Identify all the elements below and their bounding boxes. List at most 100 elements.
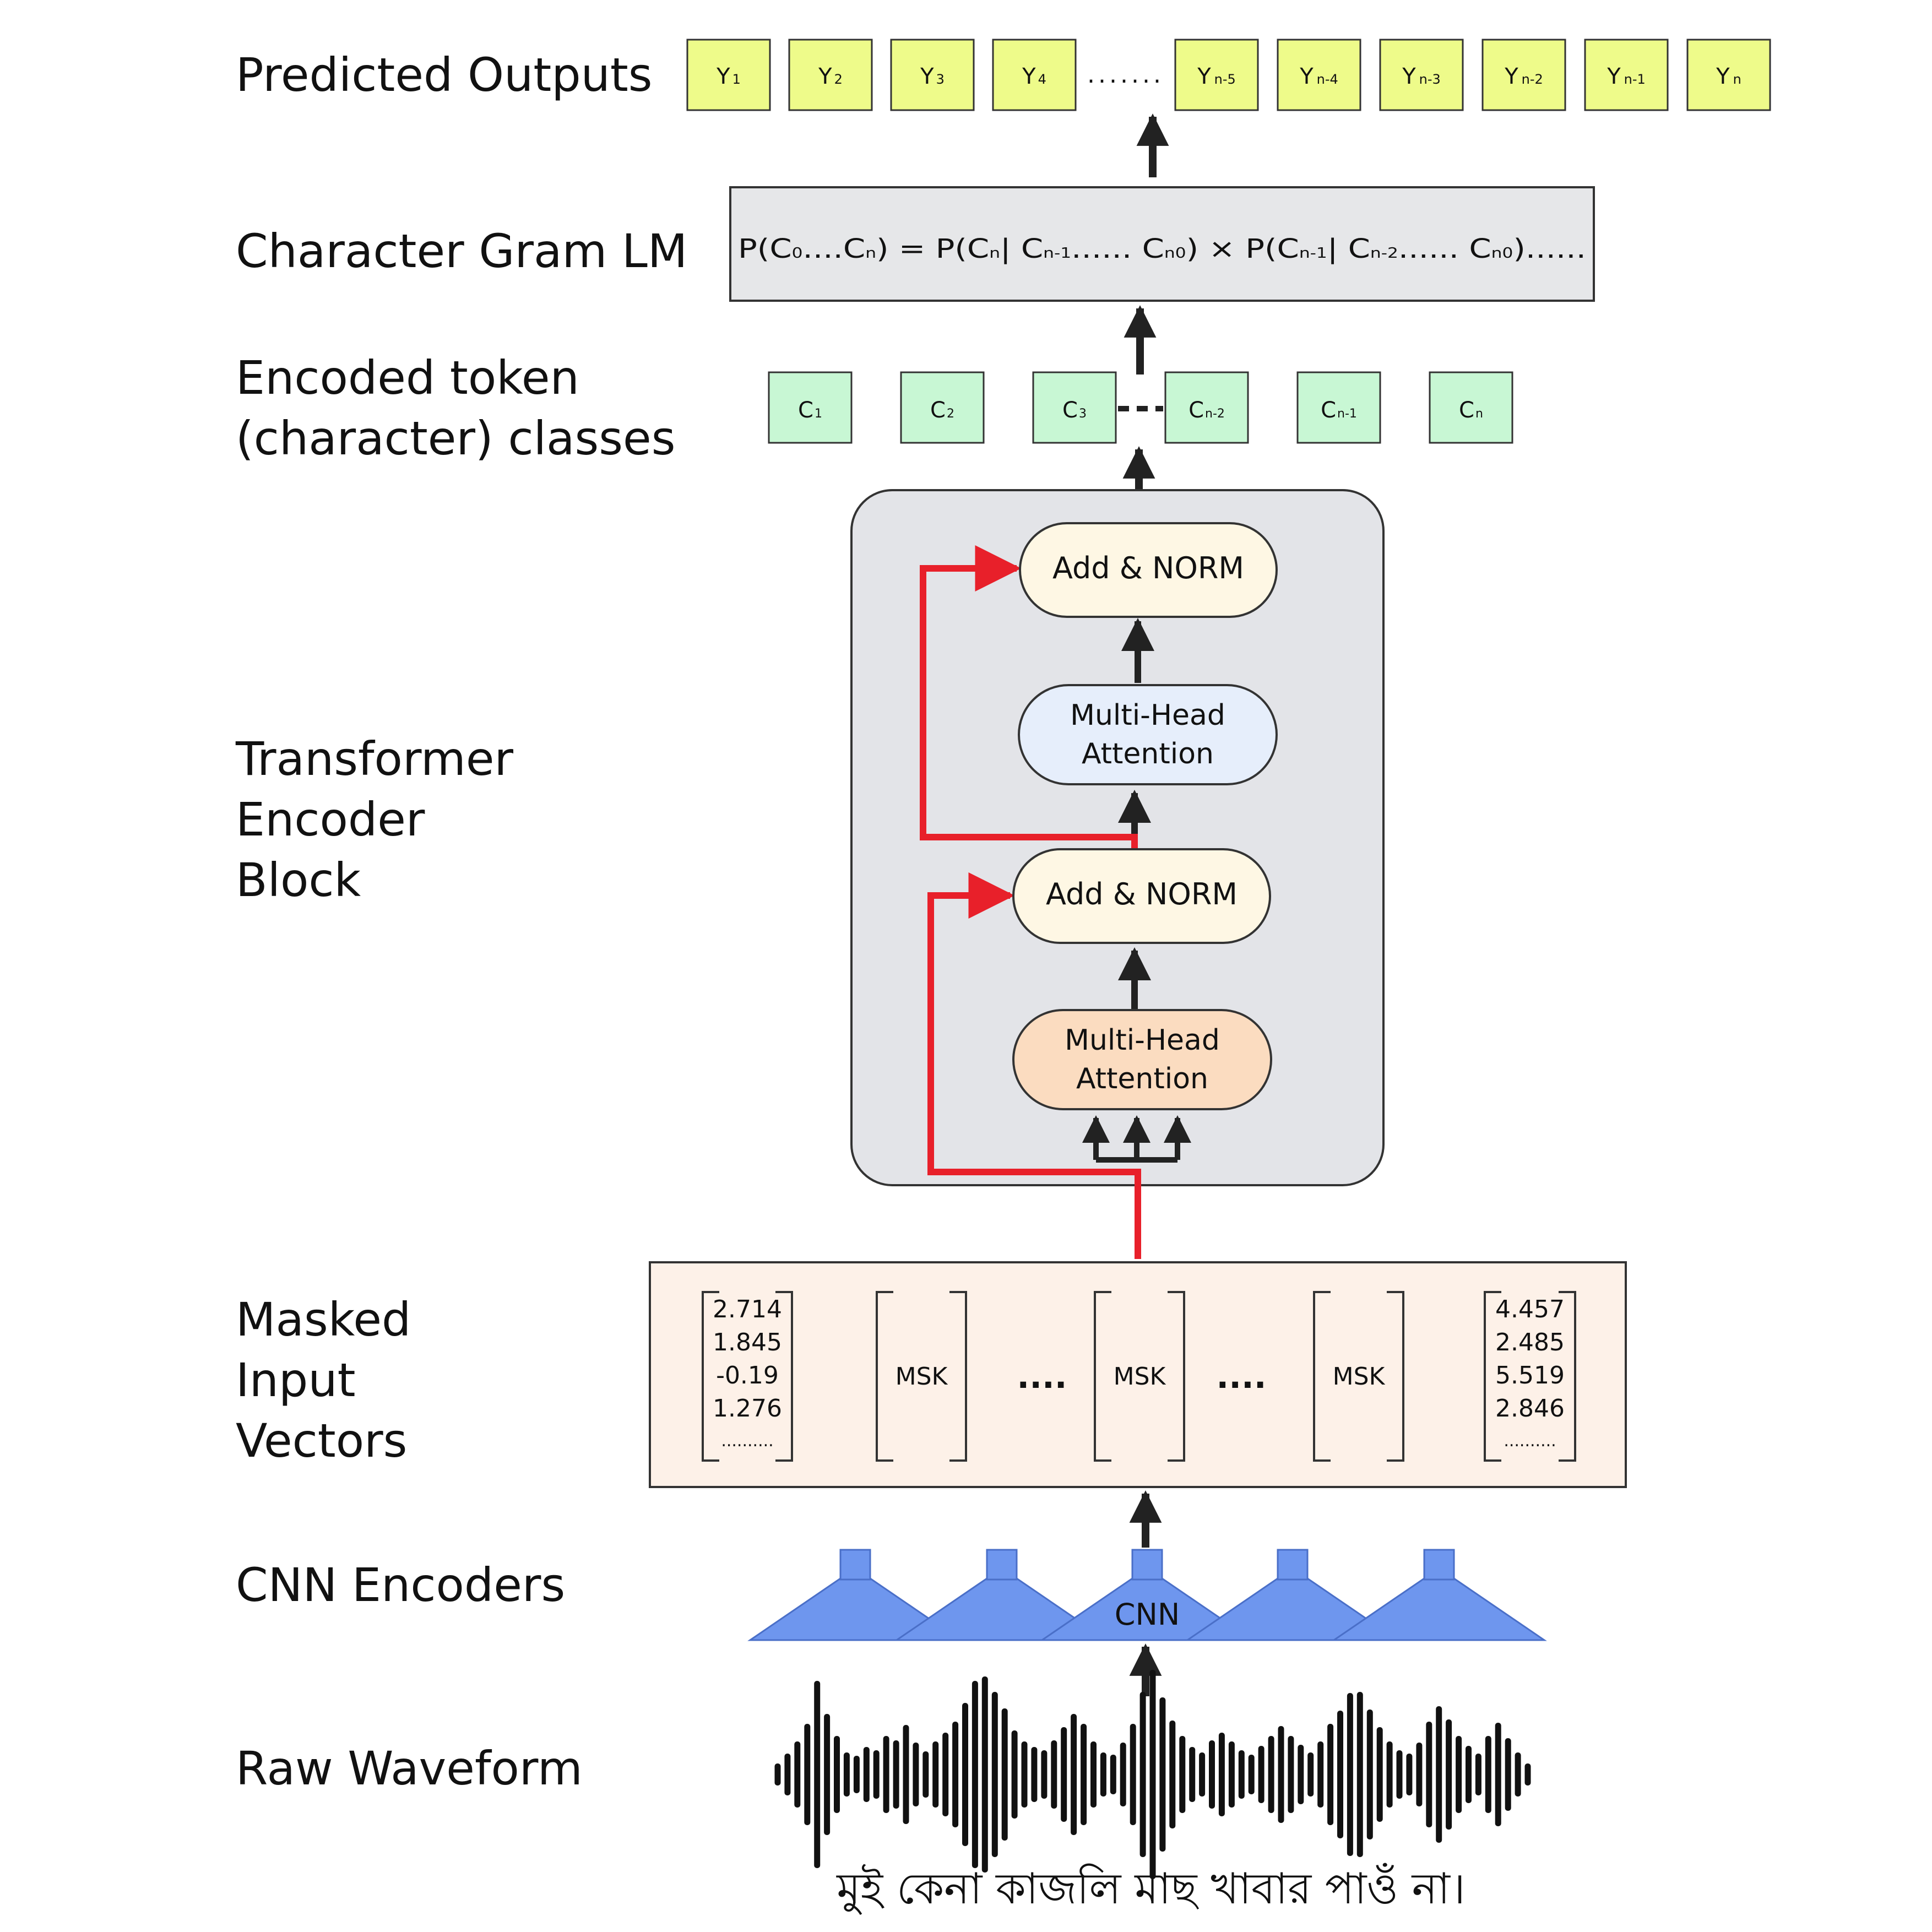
waveform-bar [1218, 1733, 1225, 1816]
raw-waveform [774, 1670, 1531, 1879]
svg-text:Multi-Head: Multi-Head [1065, 1024, 1220, 1057]
waveform-bar [1347, 1693, 1353, 1856]
svg-text:C1: C1 [798, 398, 822, 423]
waveform-bar [1248, 1755, 1255, 1794]
label-predicted-outputs: Predicted Outputs [236, 48, 653, 102]
waveform-bar [1505, 1738, 1511, 1811]
masked-vector: MSK [1313, 1291, 1404, 1462]
waveform-bar [952, 1722, 959, 1827]
masked-vector: MSK [876, 1291, 967, 1462]
svg-text:Yn-5: Yn-5 [1197, 64, 1236, 89]
waveform-bar [1524, 1763, 1531, 1786]
label-raw-waveform: Raw Waveform [236, 1741, 583, 1795]
waveform-bar [1001, 1708, 1008, 1841]
waveform-bar [1031, 1747, 1038, 1802]
waveform-bar [1376, 1727, 1383, 1822]
waveform-bar [824, 1714, 831, 1835]
svg-text:..........: .......... [1504, 1431, 1556, 1451]
input-vector-first: 2.714 1.845 -0.19 1.276 .......... [702, 1291, 793, 1462]
token-box: C2 [900, 371, 985, 444]
waveform-bar [1209, 1740, 1215, 1809]
svg-text:-0.19: -0.19 [716, 1361, 779, 1390]
svg-text:C3: C3 [1062, 398, 1087, 423]
token-box: C3 [1032, 371, 1117, 444]
waveform-bar [1426, 1722, 1432, 1827]
waveform-bar [1071, 1714, 1077, 1835]
waveform-bar [1139, 1692, 1146, 1857]
svg-text:MSK: MSK [1114, 1363, 1166, 1391]
waveform-bar [843, 1752, 850, 1797]
waveform-bar [1149, 1670, 1156, 1879]
svg-text:2.846: 2.846 [1495, 1394, 1565, 1423]
token-box: C1 [768, 371, 853, 444]
label-transformer-line1: Transformer [236, 732, 514, 786]
svg-text:1.845: 1.845 [713, 1328, 782, 1356]
svg-text:Multi-Head: Multi-Head [1070, 699, 1225, 732]
waveform-bar [1278, 1726, 1284, 1823]
input-vector-last: 4.457 2.485 5.519 2.846 .......... [1484, 1291, 1576, 1462]
waveform-bar [962, 1703, 968, 1846]
svg-text:Y3: Y3 [920, 64, 945, 89]
outputs-ellipsis: ....... [1087, 61, 1164, 89]
residual-connection-top [920, 545, 1138, 853]
svg-text:Yn-4: Yn-4 [1299, 64, 1338, 89]
waveform-bar [1366, 1710, 1373, 1839]
multi-head-attention-top: Multi-Head Attention [1018, 684, 1278, 785]
cnn-encoder [1185, 1549, 1401, 1641]
svg-text:Attention: Attention [1082, 737, 1214, 770]
qkv-input-arrows [1082, 1115, 1191, 1163]
svg-text:Cn: Cn [1459, 398, 1483, 423]
waveform-bar [913, 1743, 919, 1806]
vector-ellipsis: .... [1017, 1358, 1067, 1396]
waveform-bar [1011, 1730, 1018, 1819]
svg-text:C2: C2 [930, 398, 954, 423]
svg-text:Y2: Y2 [818, 64, 843, 89]
svg-text:Add & NORM: Add & NORM [1052, 551, 1244, 585]
waveform-bar [1169, 1721, 1176, 1828]
cnn-encoders: CNN [747, 1549, 1547, 1641]
svg-text:..........: .......... [721, 1431, 773, 1451]
label-encoded-line1: Encoded token [236, 351, 579, 405]
svg-text:1.276: 1.276 [713, 1394, 782, 1423]
waveform-bar [1021, 1741, 1028, 1808]
waveform-bar [922, 1751, 929, 1798]
svg-text:MSK: MSK [1333, 1363, 1386, 1391]
waveform-bar [794, 1741, 801, 1808]
waveform-bar [1396, 1750, 1403, 1799]
waveform-bar [981, 1676, 988, 1873]
waveform-bar [863, 1747, 870, 1802]
svg-text:5.519: 5.519 [1495, 1361, 1565, 1390]
waveform-bar [1041, 1750, 1048, 1799]
cnn-encoder [747, 1549, 963, 1641]
waveform-bar [1327, 1724, 1334, 1825]
add-norm-bottom: Add & NORM [1012, 848, 1271, 944]
label-encoded-line2: (character) classes [236, 411, 676, 465]
vector-ellipsis: .... [1216, 1358, 1266, 1396]
waveform-bar [1100, 1752, 1106, 1797]
waveform-bar [1130, 1724, 1136, 1825]
svg-text:2.485: 2.485 [1495, 1328, 1565, 1356]
cnn-encoder [1331, 1549, 1547, 1641]
waveform-bar [814, 1681, 821, 1868]
waveform-bar [1189, 1747, 1196, 1802]
label-masked-line2: Input [236, 1353, 356, 1407]
waveform-bar [834, 1736, 840, 1813]
label-transformer-line3: Block [236, 853, 361, 907]
waveform-bar [873, 1750, 880, 1799]
cnn-encoder: CNN [1039, 1549, 1255, 1641]
waveform-bar [1288, 1736, 1294, 1813]
waveform-bar [1090, 1741, 1097, 1808]
token-box: Cn [1429, 371, 1513, 444]
waveform-bar [1081, 1724, 1087, 1825]
masked-vector: MSK [1094, 1291, 1185, 1462]
label-masked-line1: Masked [236, 1293, 411, 1347]
